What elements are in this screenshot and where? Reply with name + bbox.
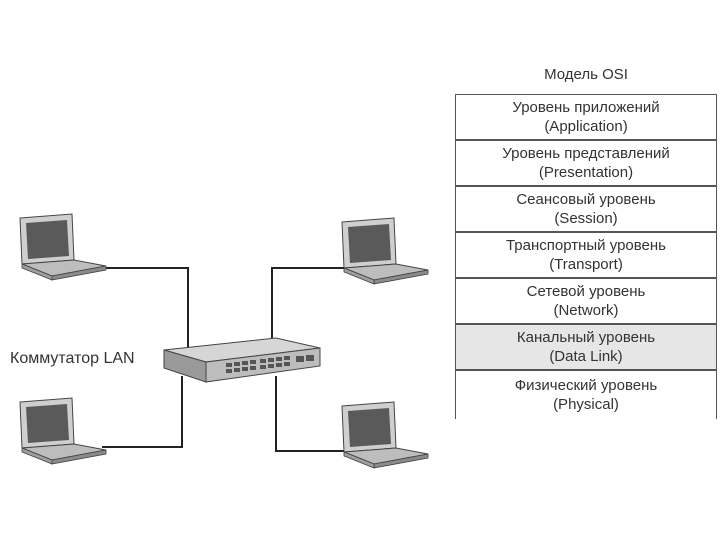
osi-table: Уровень приложений (Application) Уровень… — [455, 94, 717, 419]
osi-layer-application: Уровень приложений (Application) — [456, 95, 716, 141]
layer-name-en: (Network) — [553, 302, 619, 319]
layer-name-en: (Presentation) — [538, 164, 634, 181]
layer-name: Транспортный уровень — [505, 237, 666, 254]
layer-name-en: (Application) — [544, 118, 628, 135]
cable-top-left — [102, 267, 189, 348]
layer-name: Сетевой уровень — [526, 283, 646, 300]
osi-layer-network: Сетевой уровень (Network) — [456, 279, 716, 325]
cable-bottom-left — [102, 376, 183, 448]
laptop-icon — [341, 217, 429, 285]
layer-name: Уровень представлений — [502, 145, 670, 162]
laptop-icon — [19, 397, 107, 465]
layer-name-en: (Session) — [554, 210, 618, 227]
switch-icon — [163, 337, 321, 383]
osi-title: Модель OSI — [544, 66, 628, 83]
switch-label: Коммутатор LAN — [10, 350, 135, 367]
laptop-icon — [19, 213, 107, 281]
layer-name: Физический уровень — [514, 377, 658, 394]
osi-layer-presentation: Уровень представлений (Presentation) — [456, 141, 716, 187]
laptop-icon — [341, 401, 429, 469]
layer-name-en: (Physical) — [553, 396, 619, 413]
osi-layer-data-link: Канальный уровень (Data Link) — [456, 325, 716, 371]
layer-name-en: (Transport) — [549, 256, 623, 273]
network-cables — [102, 267, 348, 452]
osi-layer-transport: Транспортный уровень (Transport) — [456, 233, 716, 279]
osi-layer-physical: Физический уровень (Physical) — [456, 371, 716, 419]
layer-name: Канальный уровень — [516, 329, 656, 346]
osi-layer-session: Сеансовый уровень (Session) — [456, 187, 716, 233]
layer-name-en: (Data Link) — [549, 348, 623, 365]
cable-top-right — [271, 267, 348, 348]
layer-name: Уровень приложений — [512, 99, 660, 116]
cable-bottom-right — [275, 376, 346, 452]
layer-name: Сеансовый уровень — [516, 191, 656, 208]
